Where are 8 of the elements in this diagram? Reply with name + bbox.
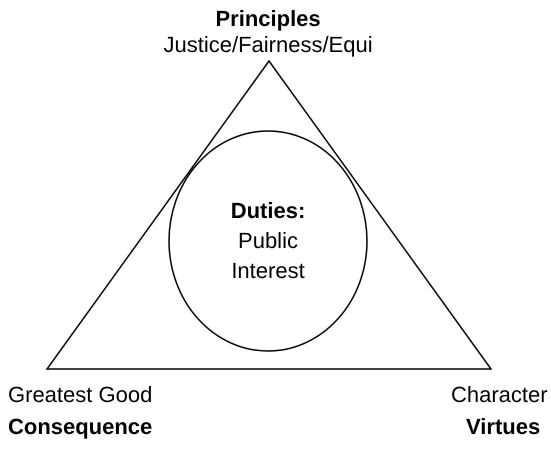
corner-text: Justice/Fairness/Equi [164, 32, 373, 58]
corner-heading: Principles [216, 6, 321, 32]
corner-heading: Virtues [466, 414, 540, 440]
node-heading: Duties: [230, 197, 306, 225]
corner-text: Greatest Good [8, 382, 152, 408]
node-text: Public Interest [230, 227, 306, 285]
corner-text: Character [451, 382, 548, 408]
corner-heading: Consequence [8, 414, 152, 440]
